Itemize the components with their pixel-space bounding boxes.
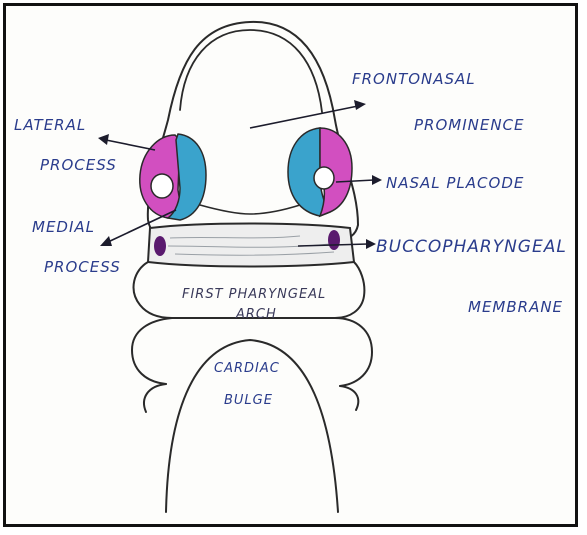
arch-lower-left [132, 318, 172, 384]
label-lateral: LATERAL [14, 116, 86, 134]
label-arch: ARCH [235, 307, 277, 322]
right-purple-dot [328, 230, 340, 250]
label-frontonasal: FRONTONASAL [352, 70, 476, 88]
label-medial: MEDIAL [32, 218, 95, 236]
left-nasal-pit [151, 174, 173, 198]
right-nasal-pit [314, 167, 334, 189]
label-lateral-process: PROCESS [40, 156, 117, 174]
left-nasal-placode [140, 134, 206, 220]
arch-lower-right [335, 318, 372, 386]
left-purple-dot [154, 236, 166, 256]
arch-left-fold [144, 384, 166, 412]
label-membrane: MEMBRANE [468, 298, 563, 316]
label-cardiac: CARDIAC [214, 361, 280, 376]
frontonasal-lower-edge [200, 205, 300, 214]
label-bulge: BULGE [224, 393, 273, 408]
label-medial-process: PROCESS [44, 258, 121, 276]
label-buccopharyngeal: BUCCOPHARYNGEAL [376, 237, 567, 257]
arch-right-fold [340, 386, 358, 410]
label-first-pharyngeal: FIRST PHARYNGEAL [182, 287, 326, 302]
label-nasal-placode: NASAL PLACODE [386, 174, 524, 192]
right-nasal-placode [288, 128, 352, 216]
label-prominence: PROMINENCE [414, 116, 525, 134]
